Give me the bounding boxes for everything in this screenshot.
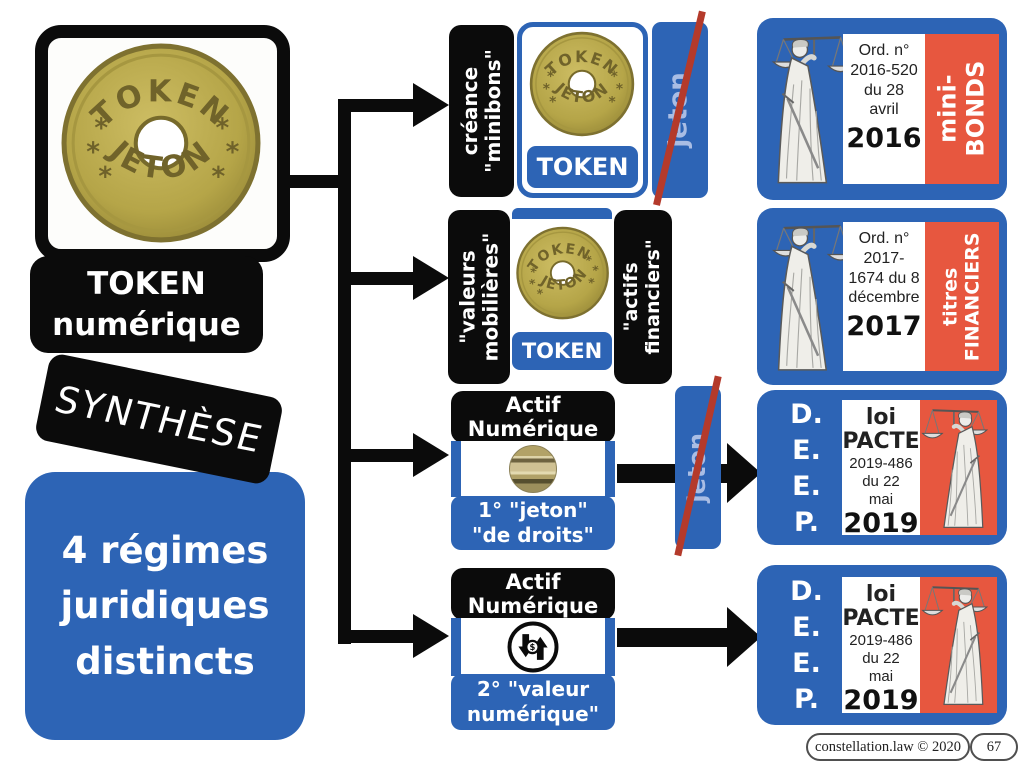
branch2-right-tag: "actifs financiers" [614,210,672,384]
token-coin-image [60,42,262,244]
branch4-to-card-arrow-line [617,628,727,647]
law-year: 2017 [846,311,922,343]
branch4-arrow-line [345,630,417,643]
token-photo-frame [35,25,290,262]
deep-acronym: D. E. E. P. [790,399,823,538]
branch2-arrowhead-icon [413,256,449,300]
branch2-crossed-box: jeton [674,375,722,557]
branch1-token-pill: TOKEN [527,146,638,188]
deep-acronym: D. E. E. P. [790,576,823,715]
branch4-header: Actif Numérique [451,568,615,620]
law-ref: 2019-486 du 22 mai [849,632,913,685]
branch1-tag-label: créance "minibons" [457,49,505,173]
branch2-left-tag-label: "valeurs mobilières" [455,232,502,362]
lady-justice-icon [763,216,855,378]
branch2-top-band [512,208,612,219]
branch3-caption: 1° "jeton" "de droits" [451,496,615,550]
branch4-media-box [451,618,615,676]
law-card-2016-tag-panel: mini- BONDS [925,34,999,184]
branch2-token-pill: TOKEN [512,332,612,370]
branch2-right-tag-label: "actifs financiers" [620,239,665,355]
law-name: loi PACTE [842,582,920,632]
footer-brand: constellation.law © 2020 [806,733,970,761]
branch1-crossed-box: jeton [652,10,708,206]
branch4-arrowhead-icon [413,614,449,658]
law-card-deep-justice-panel [920,400,997,535]
law-name: loi PACTE [842,405,920,455]
strike-line-icon [674,375,722,557]
law-ref: Ord. n° 2017- 1674 du 8 décembre [848,230,920,307]
synthese-stamp: SYNTHÈSE [33,352,285,486]
law-ref: 2019-486 du 22 mai [849,455,913,508]
branch3-arrowhead-icon [413,433,449,477]
lady-justice-icon [920,579,997,713]
branch3-arrow-line [345,449,417,462]
law-year: 2016 [846,123,922,155]
branch3-header: Actif Numérique [451,391,615,443]
branch1-tag: créance "minibons" [449,25,514,197]
law-card-deep-1: D. E. E. P. loi PACTE 2019-486 du 22 mai… [757,390,1007,545]
lady-justice-icon [763,26,855,192]
law-card-deep-justice-panel [920,577,997,713]
branch3-media-box [451,441,615,497]
law-card-deep-ref-panel: loi PACTE 2019-486 du 22 mai 2019 [842,577,920,717]
law-year: 2019 [843,508,919,540]
law-card-2017-tag-panel: titres FINANCIERS [925,222,999,371]
branch3-to-card-arrowhead-icon [727,443,761,503]
strike-line-icon [653,10,706,206]
branch1-arrowhead-icon [413,83,449,127]
token-coin-image [529,31,635,137]
lady-justice-icon [920,402,997,535]
branch2-arrow-line [345,272,417,285]
law-ref: Ord. n° 2016-520 du 28 avril [850,42,918,119]
page-title: TOKEN numérique [30,256,263,353]
law-tag-label: mini- BONDS [933,61,989,157]
token-coin-image [507,217,619,332]
connector-frame-to-trunk [288,175,340,188]
branch4-to-card-arrowhead-icon [727,607,761,667]
law-card-deep-2: D. E. E. P. loi PACTE 2019-486 du 22 mai… [757,565,1007,725]
coin-edge-image [508,444,558,494]
branch4-caption: 2° "valeur numérique" [451,674,615,730]
connector-trunk [338,99,351,644]
footer-page-number: 67 [970,733,1018,761]
law-card-2017: Ord. n° 2017- 1674 du 8 décembre 2017 ti… [757,208,1007,385]
summary-box: 4 régimes juridiques distincts [25,472,305,740]
branch1-token-box: TOKEN [517,22,648,198]
currency-exchange-icon [505,619,561,675]
law-card-deep-ref-panel: loi PACTE 2019-486 du 22 mai 2019 [842,400,920,539]
law-card-2016-ref-panel: Ord. n° 2016-520 du 28 avril 2016 [843,34,925,184]
branch2-left-tag: "valeurs mobilières" [448,210,510,384]
law-year: 2019 [843,685,919,717]
law-card-2017-ref-panel: Ord. n° 2017- 1674 du 8 décembre 2017 [843,222,925,371]
synthese-stamp-label: SYNTHÈSE [49,377,269,461]
branch1-arrow-line [345,99,417,112]
law-card-2016: Ord. n° 2016-520 du 28 avril 2016 mini- … [757,18,1007,200]
branch2-token-box: TOKEN [512,208,612,376]
law-tag-label: titres FINANCIERS [939,232,983,361]
